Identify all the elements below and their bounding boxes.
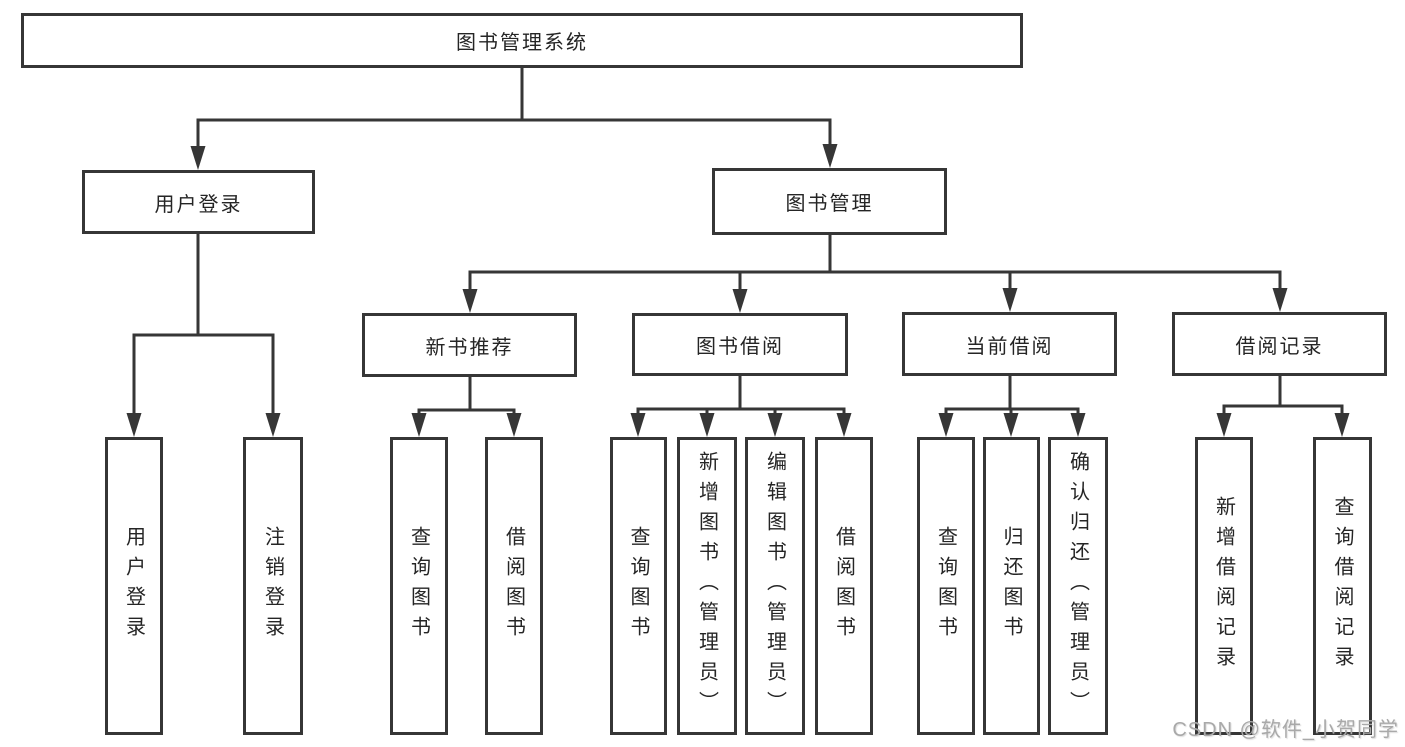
leaf-query-books-2-label: 查询图书 <box>627 526 649 646</box>
leaf-edit-books-admin: 编辑图书（管理员） <box>745 437 805 735</box>
leaf-query-books-3-label: 查询图书 <box>934 526 957 646</box>
leaf-borrow-books-2: 借阅图书 <box>815 437 873 735</box>
leaf-add-borrow-record: 新增借阅记录 <box>1195 437 1253 735</box>
leaf-logout-label: 注销登录 <box>261 526 284 646</box>
leaf-confirm-return-admin: 确认归还（管理员） <box>1048 437 1108 735</box>
connector-arrowheads <box>126 144 1350 437</box>
node-current-borrow-label: 当前借阅 <box>965 335 1054 358</box>
node-new-book-recommend: 新书推荐 <box>362 313 577 377</box>
leaf-confirm-return-admin-label: 确认归还（管理员） <box>1066 451 1089 721</box>
leaf-edit-books-admin-label: 编辑图书（管理员） <box>763 451 786 721</box>
node-borrow-records-label: 借阅记录 <box>1235 335 1324 358</box>
leaf-query-borrow-record: 查询借阅记录 <box>1313 437 1372 735</box>
leaf-user-login: 用户登录 <box>105 437 163 735</box>
leaf-query-borrow-record-label: 查询借阅记录 <box>1331 496 1353 676</box>
node-book-borrow: 图书借阅 <box>632 313 848 376</box>
leaf-borrow-books-1: 借阅图书 <box>485 437 543 735</box>
leaf-return-books-label: 归还图书 <box>1000 526 1022 646</box>
leaf-add-borrow-record-label: 新增借阅记录 <box>1212 496 1235 676</box>
node-user-login-branch: 用户登录 <box>82 170 315 234</box>
leaf-user-login-label: 用户登录 <box>122 526 145 646</box>
node-library-system-label: 图书管理系统 <box>456 32 588 54</box>
leaf-borrow-books-1-label: 借阅图书 <box>502 526 525 646</box>
node-book-management-label: 图书管理 <box>785 193 874 215</box>
leaf-query-books-3: 查询图书 <box>917 437 975 735</box>
node-user-login-branch-label: 用户登录 <box>154 193 243 216</box>
leaf-return-books: 归还图书 <box>983 437 1040 735</box>
leaf-query-books-1-label: 查询图书 <box>407 526 430 646</box>
node-new-book-recommend-label: 新书推荐 <box>425 336 514 359</box>
leaf-borrow-books-2-label: 借阅图书 <box>832 526 855 646</box>
node-book-borrow-label: 图书借阅 <box>696 336 784 358</box>
node-library-system: 图书管理系统 <box>21 13 1023 68</box>
leaf-add-books-admin-label: 新增图书（管理员） <box>695 451 718 721</box>
leaf-query-books-2: 查询图书 <box>610 437 667 735</box>
leaf-query-books-1: 查询图书 <box>390 437 448 735</box>
csdn-watermark: CSDN @软件_小贺同学 <box>1172 719 1399 741</box>
node-borrow-records: 借阅记录 <box>1172 312 1387 376</box>
node-current-borrow: 当前借阅 <box>902 312 1117 376</box>
leaf-logout: 注销登录 <box>243 437 303 735</box>
node-book-management: 图书管理 <box>712 168 947 235</box>
leaf-add-books-admin: 新增图书（管理员） <box>677 437 737 735</box>
